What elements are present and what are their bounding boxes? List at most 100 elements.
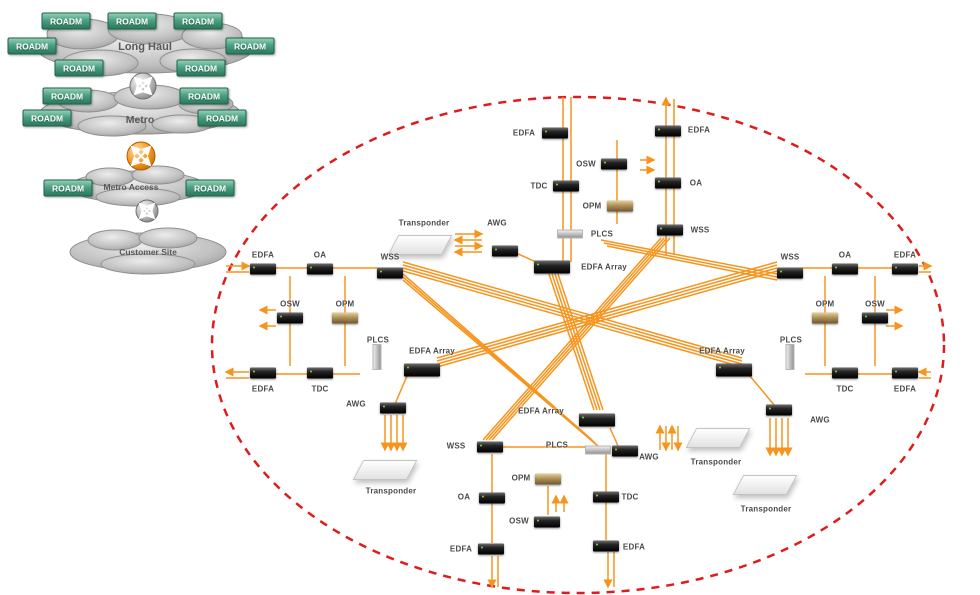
label-edfa: EDFA (251, 250, 275, 260)
roadm-box: ROADM (107, 12, 157, 30)
metro-router-icon (126, 141, 156, 171)
device-oa (479, 492, 505, 504)
label-tdc: TDC (530, 181, 548, 191)
device-edfa (892, 367, 918, 379)
label-osw: OSW (865, 299, 885, 309)
device-plcs-splitter (557, 229, 583, 239)
device-awg (492, 245, 518, 257)
core-router-icon (129, 72, 157, 100)
label-awg: AWG (346, 399, 366, 409)
cloud-customer-site (69, 227, 227, 275)
roadm-box: ROADM (42, 87, 92, 105)
node-boundary-ellipse (210, 95, 946, 595)
label-plcs: PLCS (545, 440, 569, 450)
label-oa: OA (838, 250, 852, 260)
label-tdc: TDC (621, 492, 639, 502)
label-transponder: Transponder (398, 218, 450, 228)
label-edfa: EDFA (449, 544, 473, 554)
device-opm (332, 312, 358, 324)
device-tdc (593, 491, 619, 503)
roadm-box: ROADM (54, 59, 104, 77)
label-edfa-array: EDFA Array (518, 406, 564, 416)
roadm-box: ROADM (225, 37, 275, 55)
device-edfa-array (716, 363, 752, 377)
device-tdc (553, 180, 579, 192)
label-wss: WSS (380, 252, 400, 262)
device-awg (612, 445, 638, 457)
device-tdc (307, 367, 333, 379)
label-osw: OSW (280, 299, 300, 309)
label-transponder: Transponder (690, 457, 742, 467)
device-edfa (250, 263, 276, 275)
roadm-box: ROADM (197, 109, 247, 127)
device-transponder (685, 428, 751, 448)
label-edfa: EDFA (687, 125, 711, 135)
device-plcs-splitter (785, 344, 795, 370)
label-wss: WSS (690, 225, 710, 235)
device-osw (862, 312, 888, 324)
device-edfa (655, 125, 681, 137)
device-oa (832, 263, 858, 275)
cloud-label-metro-access: Metro Access (103, 182, 159, 192)
label-awg: AWG (810, 415, 830, 425)
label-awg: AWG (639, 452, 659, 462)
device-plcs-splitter (372, 344, 382, 370)
device-edfa (892, 263, 918, 275)
label-oa: OA (457, 492, 471, 502)
label-opm: OPM (335, 299, 355, 309)
device-osw (534, 516, 560, 528)
label-edfa: EDFA (893, 384, 917, 394)
label-opm: OPM (511, 473, 531, 483)
label-osw: OSW (509, 516, 529, 526)
roadm-box: ROADM (41, 12, 91, 30)
label-transponder: Transponder (740, 504, 792, 514)
roadm-box: ROADM (185, 179, 235, 197)
label-tdc: TDC (836, 384, 854, 394)
device-wss (477, 441, 503, 453)
label-wss: WSS (780, 252, 800, 262)
cloud-label-metro: Metro (125, 114, 155, 126)
roadm-box: ROADM (176, 59, 226, 77)
device-wss (377, 267, 403, 279)
label-oa: OA (689, 178, 703, 188)
device-opm (607, 200, 633, 212)
connection-lines (224, 96, 933, 589)
label-oa: OA (313, 250, 327, 260)
roadm-box: ROADM (22, 109, 72, 127)
device-edfa-array (404, 363, 440, 377)
label-plcs: PLCS (779, 335, 803, 345)
roadm-box: ROADM (179, 87, 229, 105)
roadm-box: ROADM (7, 37, 57, 55)
device-edfa-array (534, 260, 570, 274)
label-edfa: EDFA (251, 384, 275, 394)
label-edfa: EDFA (893, 250, 917, 260)
device-edfa (478, 543, 504, 555)
label-edfa-array: EDFA Array (409, 346, 455, 356)
label-opm: OPM (582, 201, 602, 211)
device-awg (766, 404, 792, 416)
device-osw (277, 312, 303, 324)
device-edfa (593, 540, 619, 552)
device-opm (535, 473, 561, 485)
device-opm (812, 312, 838, 324)
device-oa (307, 263, 333, 275)
cloud-label-long-haul: Long Haul (118, 41, 172, 53)
label-plcs: PLCS (590, 229, 614, 239)
device-tdc (832, 367, 858, 379)
label-edfa: EDFA (512, 128, 536, 138)
label-edfa-array: EDFA Array (581, 262, 627, 272)
device-osw (601, 158, 627, 170)
device-plcs-splitter (585, 445, 611, 455)
label-edfa: EDFA (622, 542, 646, 552)
label-transponder: Transponder (365, 486, 417, 496)
roadm-box: ROADM (173, 12, 223, 30)
label-edfa-array: EDFA Array (699, 346, 745, 356)
device-wss (657, 224, 683, 236)
device-edfa-array (579, 413, 615, 427)
device-transponder (732, 475, 798, 495)
device-wss (777, 267, 803, 279)
label-wss: WSS (446, 441, 466, 451)
access-router-icon (135, 199, 159, 223)
